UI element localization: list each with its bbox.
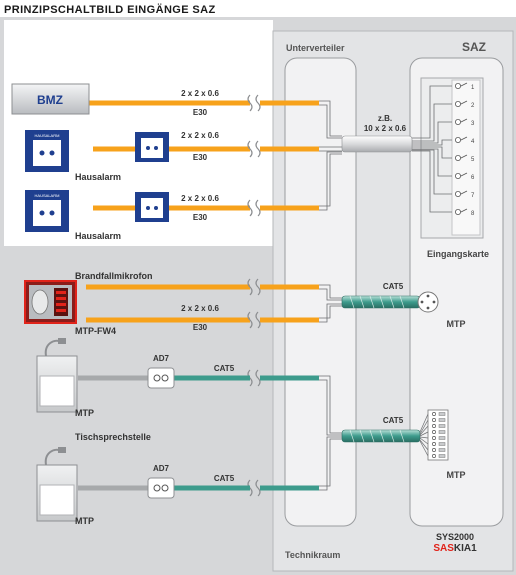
cable-break-1 [247, 94, 261, 112]
input-terminal-2: 2 [454, 100, 475, 109]
ad7-label-2: AD7 [153, 464, 170, 473]
eingangskarte-label: Eingangskarte [427, 249, 489, 259]
bundle-label-spec: 10 x 2 x 0.6 [364, 124, 407, 133]
cat5-label-pipe1: CAT5 [383, 282, 404, 291]
cable-break-symbols [247, 94, 261, 497]
mtp-right-label-2: MTP [447, 470, 466, 480]
bundle-wires-lower [319, 375, 342, 491]
mtp-fw4-device [24, 280, 77, 324]
desk-station-1 [36, 338, 78, 413]
input-number-6: 6 [471, 175, 475, 181]
grey-cables [78, 375, 148, 491]
input-terminal-8: 8 [454, 208, 475, 217]
cat5-label-pipe2: CAT5 [383, 416, 404, 425]
input-number-1: 1 [471, 85, 475, 91]
mtp-left-label-1: MTP [75, 408, 94, 418]
cable-class-4: E30 [193, 323, 208, 332]
input-terminal-7: 7 [454, 190, 475, 199]
hausalarm-label-1: Hausalarm [75, 172, 121, 182]
cable-class-2: E30 [193, 153, 208, 162]
input-number-7: 7 [471, 193, 475, 199]
cable-break-3 [247, 199, 261, 217]
saz-title: SAZ [462, 40, 486, 54]
ad7-socket-1 [147, 367, 175, 389]
cat5-pipe-1-hatch [349, 295, 405, 309]
mtp-right-label-1: MTP [447, 319, 466, 329]
bundle-label-zb: z.B. [378, 114, 392, 123]
cable-class-3: E30 [193, 213, 208, 222]
saz-footer-rest: KIA1 [454, 543, 477, 554]
cat5-label-line1: CAT5 [214, 364, 235, 373]
orange-cables [86, 100, 319, 323]
cable-spec-1: 2 x 2 x 0.6 [181, 89, 219, 98]
upper-bundle-pipe [341, 135, 413, 153]
cable-spec-4: 2 x 2 x 0.6 [181, 304, 219, 313]
cable-break-2 [247, 140, 261, 158]
teal-cables [174, 375, 319, 491]
mtp-fw4-label: MTP-FW4 [75, 326, 116, 336]
input-terminals: 1 2 3 4 5 6 7 8 [454, 82, 475, 217]
saz-footer-model: SYS2000 [436, 532, 474, 542]
mtp-rj-fanout [419, 413, 429, 457]
mtp-round-connector-icon [417, 291, 439, 313]
page-title: PRINZIPSCHALTBILD EINGÄNGE SAZ [4, 3, 216, 16]
input-terminal-6: 6 [454, 172, 475, 181]
hausalarm-module-1 [135, 132, 169, 162]
hausalarm-panel-caption-2: HAUSALARM [35, 193, 60, 198]
bundle-wires-upper [319, 100, 342, 323]
ad7-label-1: AD7 [153, 354, 170, 363]
input-number-8: 8 [471, 211, 475, 217]
input-number-2: 2 [471, 103, 475, 109]
cat5-pipe-2-hatch [349, 429, 405, 443]
input-terminal-3: 3 [454, 118, 475, 127]
bmz-box [11, 83, 90, 115]
unterverteiler-box [284, 57, 357, 527]
input-terminal-1: 1 [454, 82, 475, 91]
hausalarm-panel-1: HAUSALARM [25, 130, 69, 172]
cable-class-1: E30 [193, 108, 208, 117]
cable-break-5 [247, 311, 261, 329]
ad7-socket-2 [147, 477, 175, 499]
tischsprechstelle-label: Tischsprechstelle [75, 432, 151, 442]
input-terminal-5: 5 [454, 154, 475, 163]
cat5-label-line2: CAT5 [214, 474, 235, 483]
saz-footer-red: SAS [433, 543, 454, 554]
hausalarm-panel-2: HAUSALARM [25, 190, 69, 232]
bmz-label: BMZ [37, 93, 63, 107]
hausalarm-panel-caption-1: HAUSALARM [35, 133, 60, 138]
input-number-4: 4 [471, 139, 475, 145]
technikraum-label: Technikraum [285, 550, 340, 560]
input-number-5: 5 [471, 157, 475, 163]
upper-bundle-fanout [412, 85, 452, 213]
input-terminal-4: 4 [454, 136, 475, 145]
saz-footer-name: SASKIA1 [433, 543, 477, 554]
cable-spec-2: 2 x 2 x 0.6 [181, 131, 219, 140]
cable-spec-3: 2 x 2 x 0.6 [181, 194, 219, 203]
brandfallmikrofon-label: Brandfallmikrofon [75, 271, 153, 281]
hausalarm-label-2: Hausalarm [75, 231, 121, 241]
input-number-3: 3 [471, 121, 475, 127]
cable-break-4 [247, 278, 261, 296]
unterverteiler-label: Unterverteiler [286, 43, 345, 53]
desk-station-2 [36, 447, 78, 522]
hausalarm-module-2 [135, 192, 169, 222]
mtp-terminal-block-icon [427, 409, 449, 461]
mtp-left-label-2: MTP [75, 516, 94, 526]
